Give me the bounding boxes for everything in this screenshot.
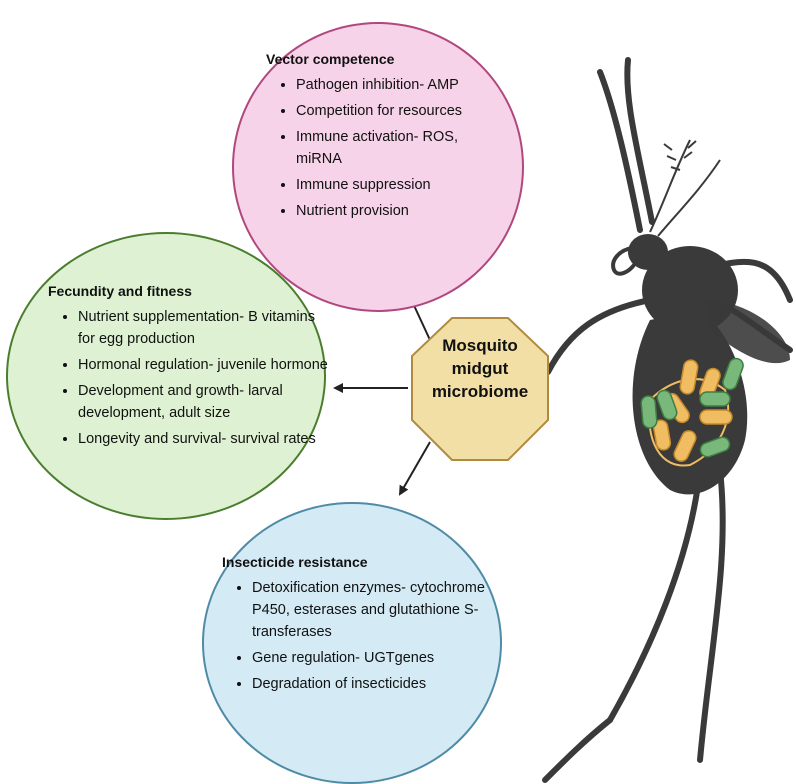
vector-competence-list: Pathogen inhibition- AMP Competition for… — [266, 74, 506, 222]
list-item: Immune activation- ROS, miRNA — [296, 126, 506, 170]
mosquito-illustration — [542, 57, 793, 783]
hub-label-line: Mosquito — [442, 336, 518, 355]
hub-octagon — [411, 317, 549, 461]
list-item: Competition for resources — [296, 100, 506, 122]
list-item: Immune suppression — [296, 174, 506, 196]
list-item: Gene regulation- UGTgenes — [252, 647, 490, 669]
arrow-to-insecticide-resistance — [399, 441, 431, 496]
vector-competence-panel: Vector competence Pathogen inhibition- A… — [266, 48, 506, 226]
fecundity-fitness-title: Fecundity and fitness — [48, 283, 192, 299]
vector-competence-title: Vector competence — [266, 51, 395, 67]
list-item: Development and growth- larval developme… — [78, 380, 328, 424]
list-item: Nutrient provision — [296, 200, 506, 222]
list-item: Hormonal regulation- juvenile hormone — [78, 354, 328, 376]
list-item: Nutrient supplementation- B vitamins for… — [78, 306, 328, 350]
vector-competence-circle — [232, 22, 524, 312]
list-item: Detoxification enzymes- cytochrome P450,… — [252, 577, 490, 643]
bacteria-green — [640, 357, 744, 458]
bacteria-orange — [652, 359, 733, 462]
fecundity-fitness-list: Nutrient supplementation- B vitamins for… — [48, 306, 328, 450]
list-item: Longevity and survival- survival rates — [78, 428, 328, 450]
insecticide-resistance-panel: Insecticide resistance Detoxification en… — [222, 551, 490, 699]
insecticide-resistance-list: Detoxification enzymes- cytochrome P450,… — [222, 577, 490, 695]
fecundity-fitness-panel: Fecundity and fitness Nutrient supplemen… — [48, 280, 328, 454]
midgut-bacteria — [640, 357, 744, 467]
fecundity-fitness-circle — [6, 232, 326, 520]
insecticide-resistance-title: Insecticide resistance — [222, 554, 368, 570]
hub-label: Mosquito midgut microbiome — [406, 334, 554, 403]
insecticide-resistance-circle — [202, 502, 502, 784]
hub-label-line: microbiome — [431, 382, 529, 401]
list-item: Pathogen inhibition- AMP — [296, 74, 506, 96]
hub-label-line: midgut — [451, 359, 509, 378]
list-item: Degradation of insecticides — [252, 673, 490, 695]
